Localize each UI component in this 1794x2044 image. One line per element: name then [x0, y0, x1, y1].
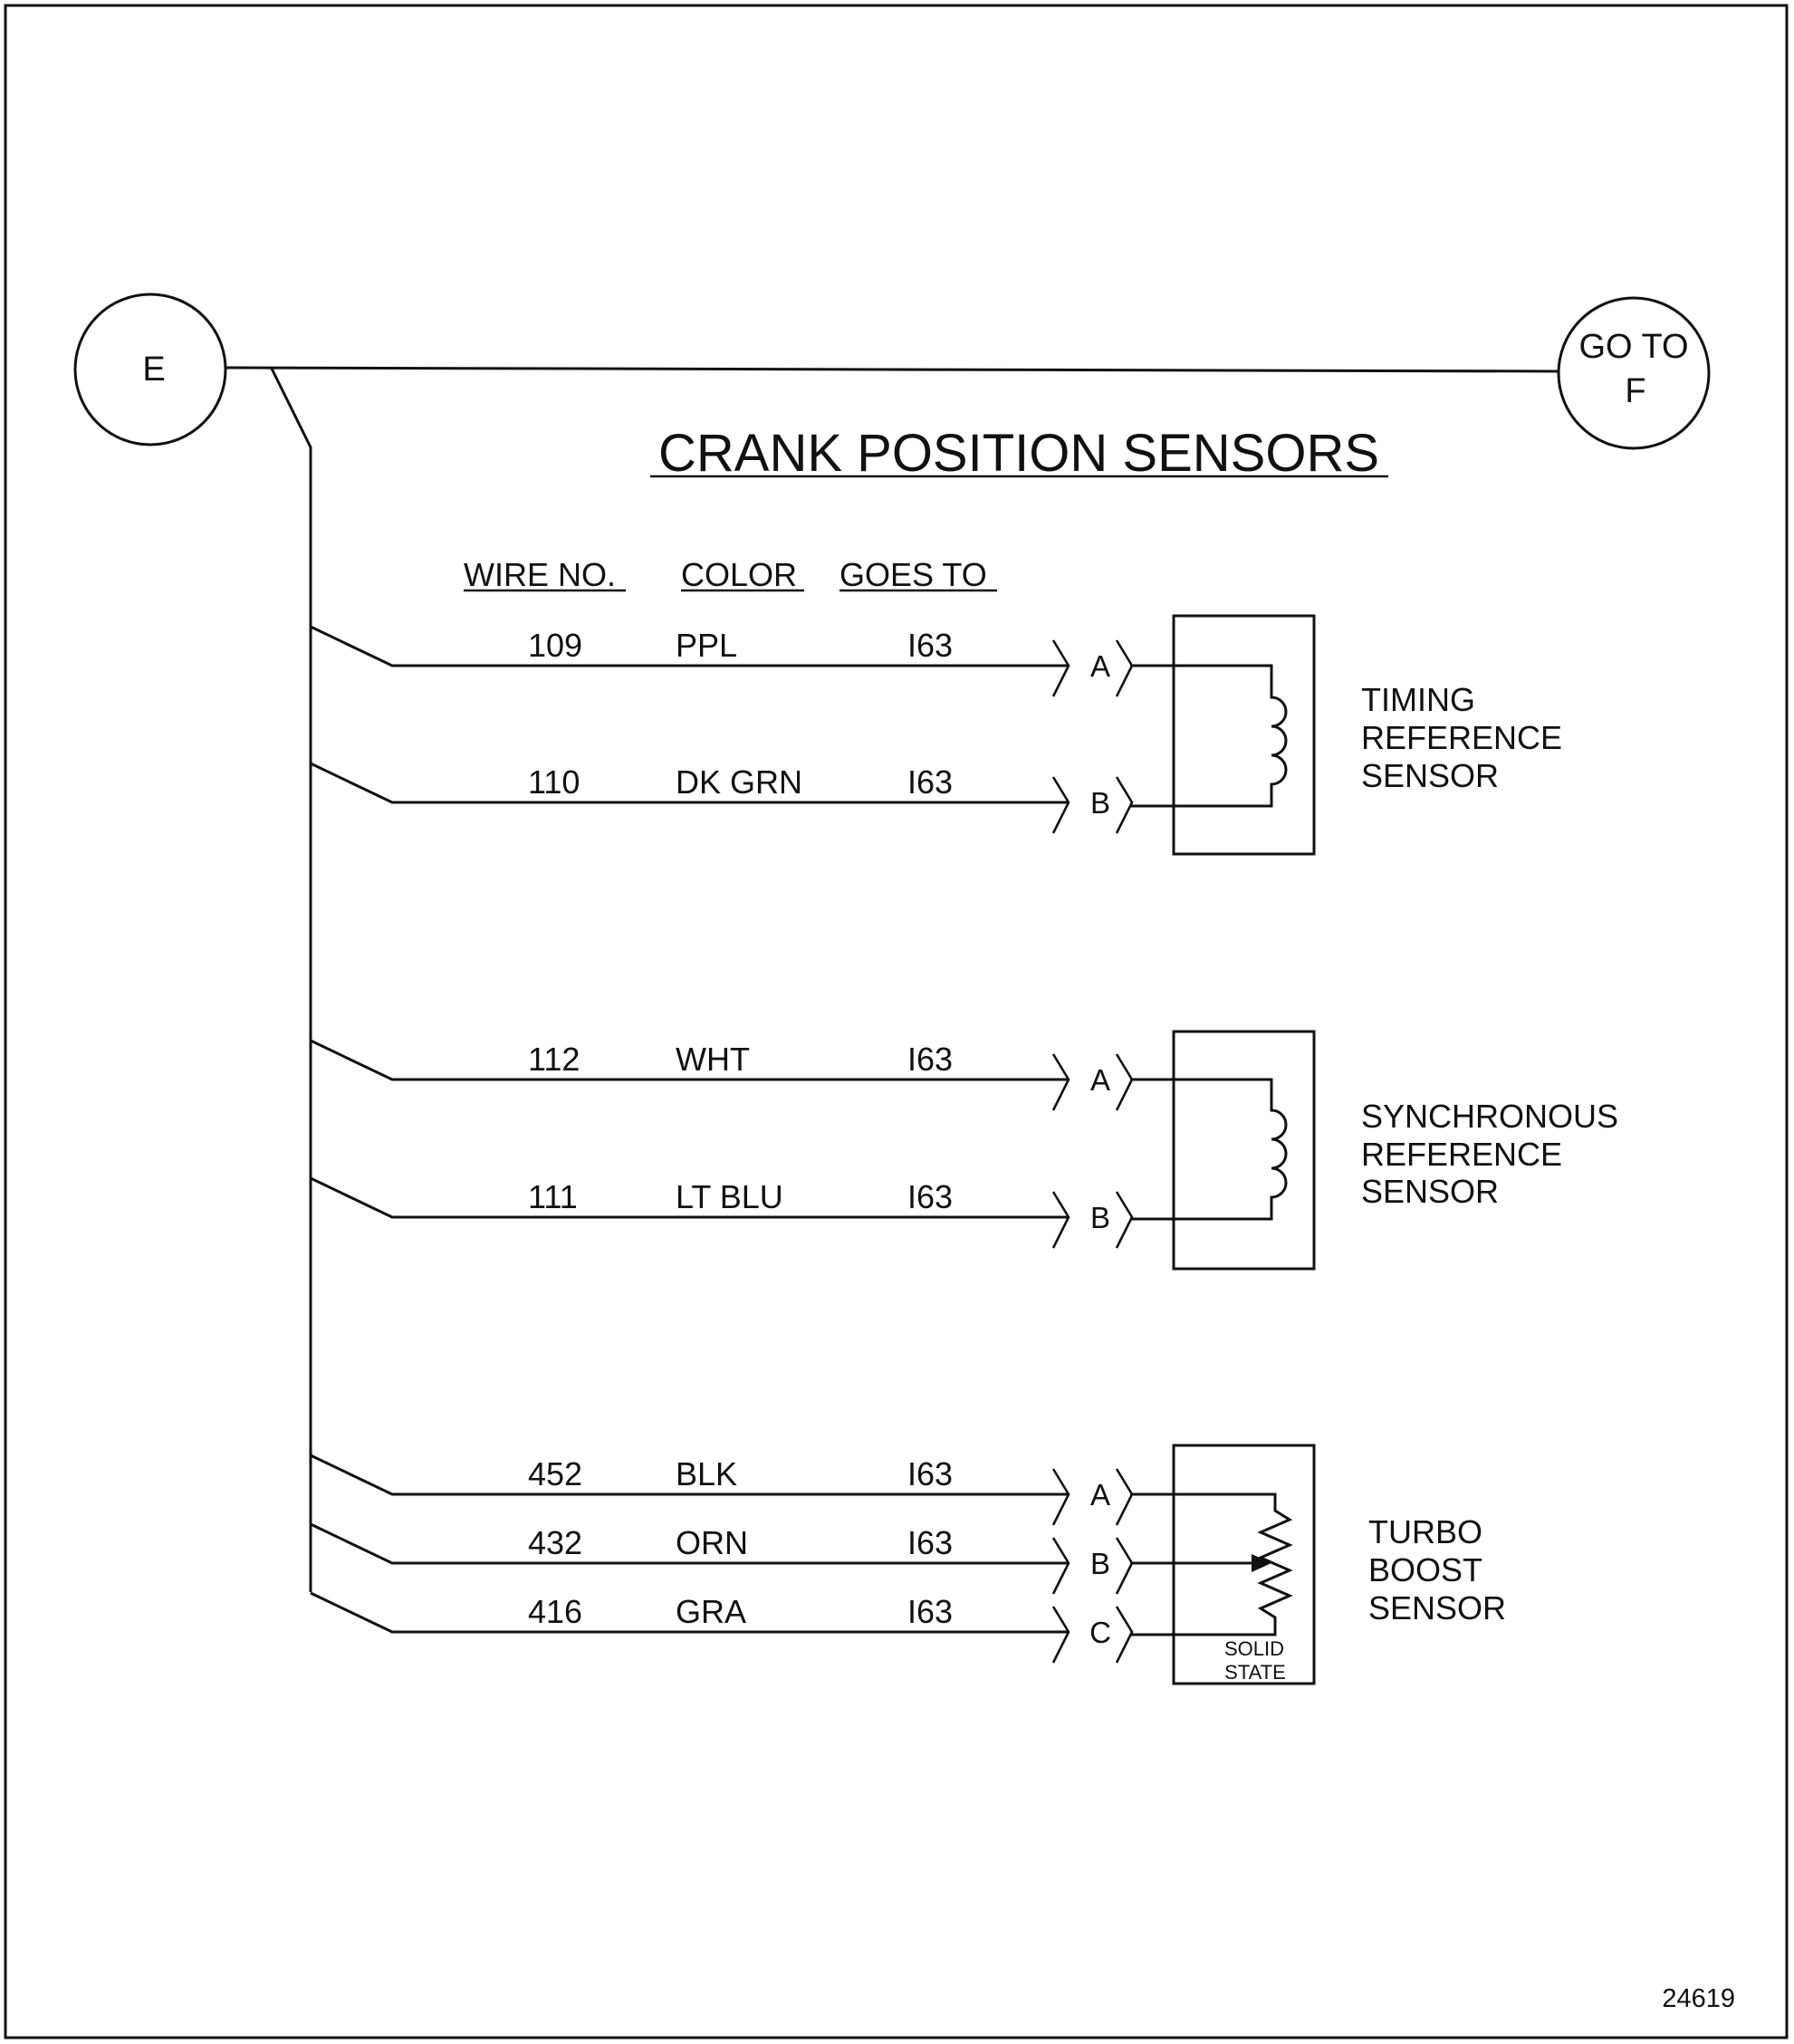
pin-label: B [1090, 1547, 1110, 1580]
turbo-sensor-label-line1: TURBO [1368, 1513, 1482, 1550]
connector-chevron-in [1051, 1468, 1070, 1526]
header-wire-no: WIRE NO. [464, 556, 616, 593]
wire-line [310, 1176, 1069, 1219]
wire-goes-to: I63 [907, 763, 953, 801]
wire-color: GRA [676, 1593, 746, 1630]
figure-number: 24619 [1662, 1984, 1735, 2013]
synchronous-sensor-label: SYNCHRONOUS REFERENCE SENSOR [1361, 1098, 1618, 1210]
wire-goes-to: I63 [907, 1593, 953, 1630]
turbo-sensor-potentiometer: SOLID STATE [1130, 1492, 1293, 1684]
timing-sensor-label-line2: REFERENCE [1361, 719, 1562, 756]
pin-label: B [1090, 786, 1110, 820]
connector-chevron-out [1115, 1537, 1134, 1595]
wire-goes-to: I63 [907, 627, 953, 664]
pin-label: A [1090, 649, 1110, 683]
main-bus-line [225, 366, 1559, 373]
timing-sensor-box [1172, 614, 1316, 856]
connector-chevron-in [1051, 776, 1070, 834]
connector-go-to-label-line2: F [1625, 372, 1645, 410]
wire-goes-to: I63 [907, 1524, 953, 1561]
wire-number: 110 [528, 763, 580, 801]
synchronous-sensor-coil [1130, 1078, 1288, 1221]
timing-sensor-label: TIMING REFERENCE SENSOR [1361, 681, 1562, 794]
timing-sensor-label-line1: TIMING [1361, 681, 1475, 718]
wire-color: LT BLU [676, 1178, 783, 1215]
wire-line [310, 1522, 1069, 1565]
connector-chevron-out [1115, 1468, 1134, 1526]
pin-label: A [1090, 1063, 1110, 1097]
wire-number: 111 [528, 1178, 578, 1215]
connector-go-to-label-line1: GO TO [1578, 328, 1688, 366]
wire-line [310, 1591, 1069, 1634]
turbo-sensor-label-line2: BOOST [1368, 1551, 1482, 1588]
column-headers: WIRE NO. COLOR GOES TO [464, 556, 997, 593]
page-frame [4, 4, 1789, 2039]
connector-chevron-out [1115, 639, 1134, 697]
wire-number: 416 [528, 1593, 582, 1630]
connector-chevron-out [1115, 1606, 1134, 1664]
synchronous-sensor-box [1172, 1030, 1316, 1271]
timing-sensor-coil [1130, 664, 1288, 808]
header-color: COLOR [681, 556, 797, 593]
synchronous-sensor-label-line3: SENSOR [1361, 1173, 1499, 1210]
synchronous-sensor-label-line1: SYNCHRONOUS [1361, 1098, 1618, 1135]
wire-goes-to: I63 [907, 1041, 953, 1078]
branch-trunk [270, 368, 312, 1592]
wire-number: 112 [528, 1041, 580, 1078]
turbo-sensor-label-line3: SENSOR [1368, 1589, 1506, 1627]
timing-sensor-label-line3: SENSOR [1361, 757, 1499, 794]
pin-label: C [1089, 1616, 1111, 1649]
connector-chevron-in [1051, 1191, 1070, 1249]
connector-chevron-out [1115, 776, 1134, 834]
header-goes-to: GOES TO [839, 556, 987, 593]
connector-chevron-in [1051, 639, 1070, 697]
connector-go-to-f: GO TO F [1557, 296, 1711, 450]
connector-chevron-out [1115, 1053, 1134, 1111]
wire-color: DK GRN [676, 763, 802, 801]
wire-goes-to: I63 [907, 1178, 953, 1215]
solid-state-label-line1: SOLID [1224, 1637, 1284, 1660]
wire-color: BLK [676, 1455, 737, 1492]
wire-goes-to: I63 [907, 1455, 953, 1492]
wire-line [310, 762, 1069, 804]
wire-line [310, 625, 1069, 667]
connector-chevron-out [1115, 1191, 1134, 1249]
wire-color: ORN [676, 1524, 748, 1561]
wire-color: WHT [676, 1041, 750, 1078]
page-title: CRANK POSITION SENSORS [658, 424, 1379, 483]
synchronous-sensor-label-line2: REFERENCE [1361, 1136, 1562, 1173]
wire-number: 452 [528, 1455, 582, 1492]
connector-chevron-in [1051, 1537, 1070, 1595]
connector-e-label: E [142, 350, 165, 389]
connector-chevron-in [1051, 1053, 1070, 1111]
turbo-sensor-label: TURBO BOOST SENSOR [1368, 1513, 1506, 1627]
solid-state-label-line2: STATE [1224, 1661, 1286, 1684]
wire-line [310, 1454, 1069, 1496]
pin-label: A [1090, 1478, 1110, 1511]
wire-number: 432 [528, 1524, 582, 1561]
wire-color: PPL [676, 627, 737, 664]
connector-chevron-in [1051, 1606, 1070, 1664]
wire-line [310, 1039, 1069, 1081]
connector-e: E [73, 293, 227, 446]
pin-label: B [1090, 1201, 1110, 1234]
wire-number: 109 [528, 627, 582, 664]
